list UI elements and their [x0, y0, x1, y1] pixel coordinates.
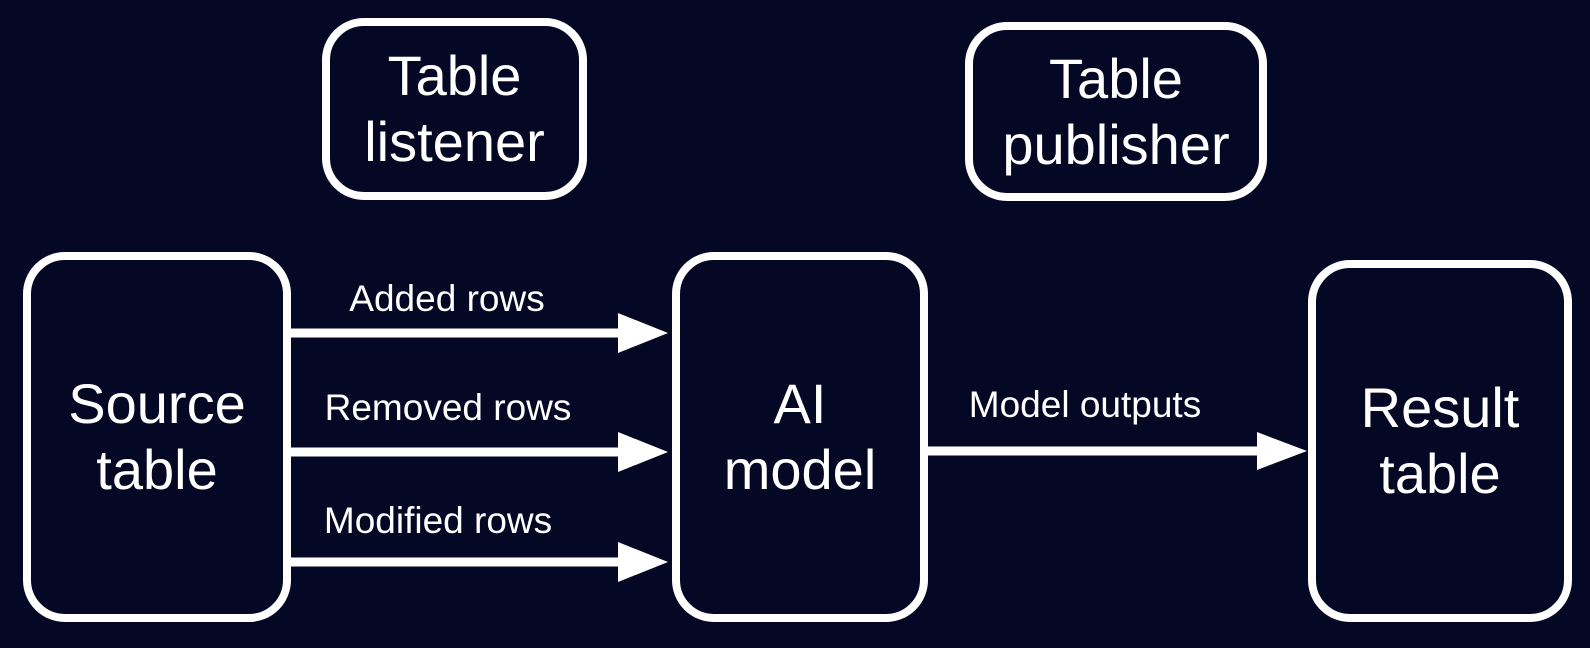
node-table-listener-line2: listener: [364, 110, 545, 173]
node-result-table-line1: Result: [1360, 376, 1520, 439]
edge-label-removed-rows: Removed rows: [324, 387, 572, 428]
node-table-listener: Table listener: [322, 18, 587, 200]
arrow-removed-rows: [288, 432, 668, 472]
edge-label-model-outputs: Model outputs: [968, 384, 1202, 425]
node-source-table-line1: Source: [68, 372, 246, 435]
node-table-publisher-line2: publisher: [1002, 112, 1230, 176]
node-ai-model-line1: AI: [773, 372, 827, 435]
arrow-modified-rows: [288, 542, 668, 582]
node-table-listener-line1: Table: [387, 44, 522, 107]
edge-label-modified-rows: Modified rows: [323, 500, 553, 541]
node-table-listener-label: Table listener: [364, 43, 545, 175]
node-ai-model: AI model: [672, 252, 928, 622]
node-table-publisher: Table publisher: [965, 22, 1267, 201]
node-table-publisher-label: Table publisher: [1002, 46, 1229, 178]
node-result-table-line2: table: [1379, 442, 1501, 505]
node-source-table-label: Source table: [68, 371, 245, 503]
node-table-publisher-line1: Table: [1049, 46, 1183, 110]
node-result-table-label: Result table: [1361, 375, 1520, 507]
node-ai-model-line2: model: [723, 438, 877, 501]
node-result-table: Result table: [1308, 260, 1572, 622]
node-source-table-line2: table: [96, 438, 218, 501]
node-ai-model-label: AI model: [724, 371, 877, 503]
edge-label-added-rows: Added rows: [349, 278, 545, 319]
arrow-added-rows: [288, 313, 668, 353]
arrow-model-outputs: [928, 432, 1307, 470]
node-source-table: Source table: [23, 252, 291, 622]
